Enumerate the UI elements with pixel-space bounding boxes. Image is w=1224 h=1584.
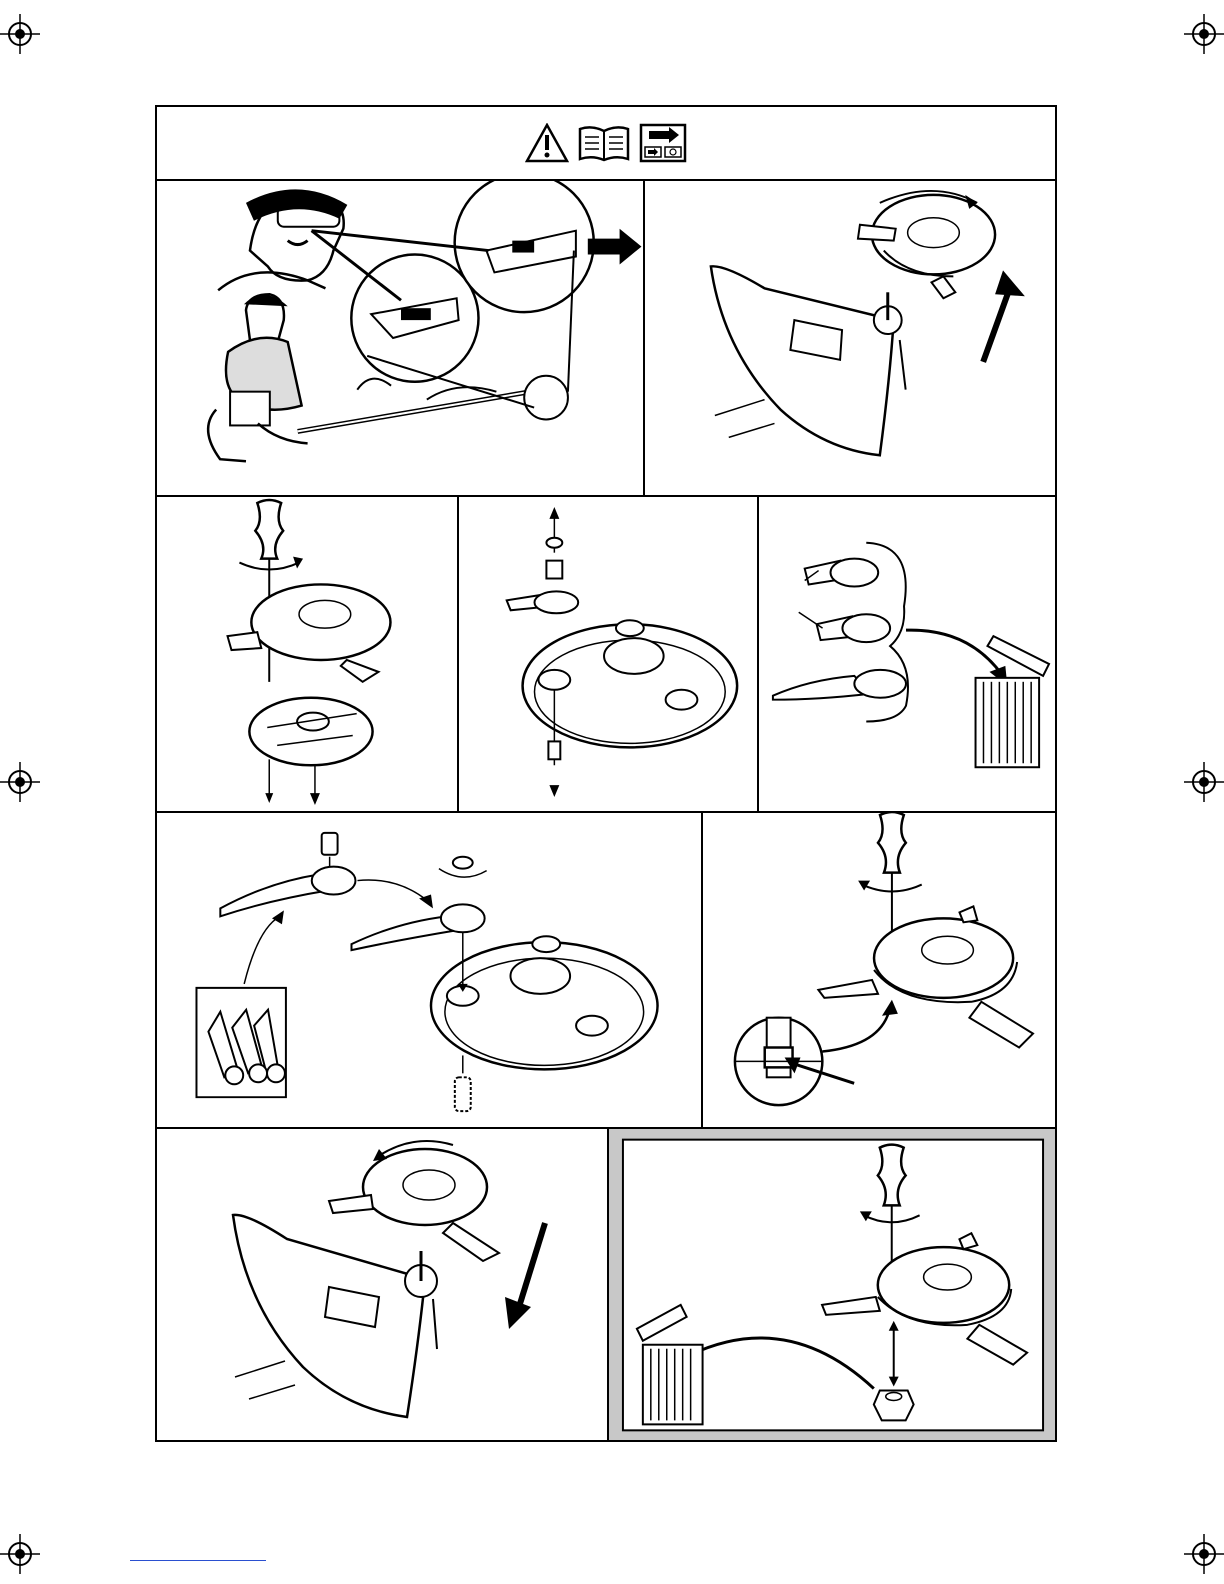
tighten-screws-illustration (703, 813, 1055, 1127)
panel-remove-blade (457, 497, 757, 811)
row-4 (157, 1129, 1055, 1440)
panel-replace-nut (607, 1129, 1055, 1440)
registration-mark-icon (0, 14, 40, 54)
row-2 (157, 497, 1055, 813)
discard-blades-illustration (759, 497, 1055, 811)
panel-fit-blades (157, 813, 701, 1127)
registration-mark-icon (0, 762, 40, 802)
panel-tighten-screws (701, 813, 1055, 1127)
panel-refit-head (157, 1129, 607, 1440)
warning-triangle-icon (525, 123, 569, 163)
registration-mark-icon (1184, 1534, 1224, 1574)
panel-unscrew-cover (157, 497, 457, 811)
instruction-sheet-icon (639, 123, 687, 163)
fit-blades-illustration (157, 813, 701, 1127)
operator-illustration (157, 181, 643, 495)
footer-rule (130, 1560, 266, 1561)
replace-nut-illustration (609, 1129, 1055, 1440)
row-1 (157, 181, 1055, 497)
registration-mark-icon (1184, 762, 1224, 802)
refit-head-illustration (157, 1129, 607, 1440)
panel-protective-equipment (157, 181, 643, 495)
registration-mark-icon (0, 1534, 40, 1574)
registration-mark-icon (1184, 14, 1224, 54)
panel-remove-head (643, 181, 1055, 495)
remove-head-illustration (645, 181, 1055, 495)
instruction-frame (155, 105, 1057, 1442)
open-book-icon (577, 123, 631, 163)
unscrew-cover-illustration (157, 497, 457, 811)
remove-blade-illustration (459, 497, 757, 811)
panel-discard-blades (757, 497, 1055, 811)
header-icons (157, 107, 1055, 181)
row-3 (157, 813, 1055, 1129)
